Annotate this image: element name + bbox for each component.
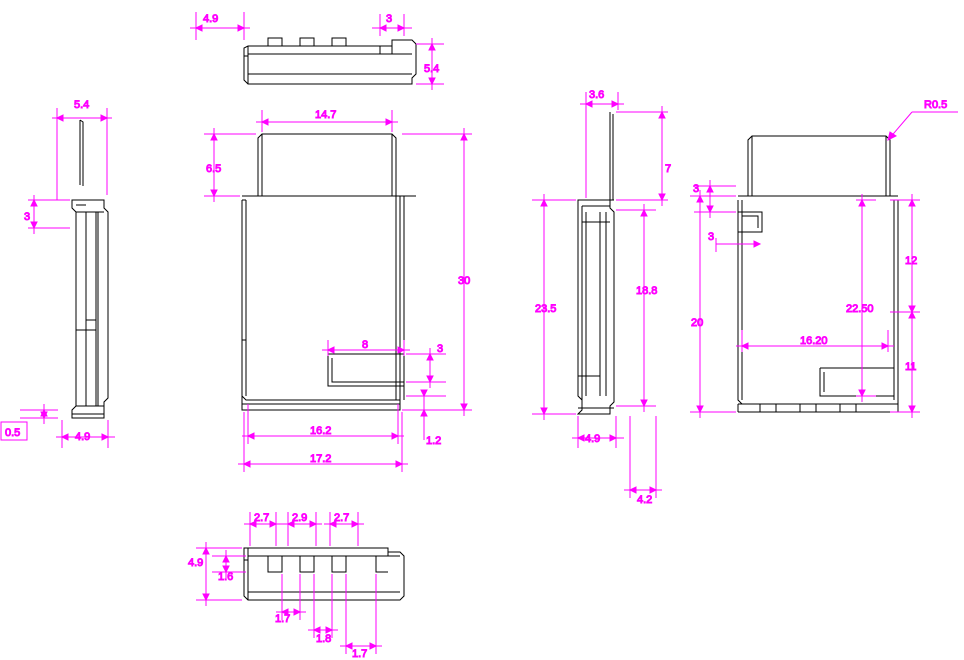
dim-label-23-5: 23.5 bbox=[535, 303, 556, 315]
dim-label-3-top: 3 bbox=[386, 13, 392, 25]
dim-label-3-front: 3 bbox=[437, 343, 443, 355]
left-side-view-dimensions: 5.4 3 0.5 4.9 bbox=[0, 99, 115, 448]
dim-label-1-7-a: 1.7 bbox=[275, 613, 290, 625]
dim-label-4-9-right: 4.9 bbox=[585, 433, 600, 445]
dim-label-2-7-a: 2.7 bbox=[254, 512, 269, 524]
dim-label-8: 8 bbox=[362, 339, 368, 351]
bottom-view: 2.7 2.9 2.7 4.9 bbox=[188, 512, 405, 660]
dim-label-1-8: 1.8 bbox=[316, 633, 331, 645]
rear-view-geometry bbox=[737, 135, 899, 413]
dim-label-17-2: 17.2 bbox=[310, 453, 331, 465]
dim-label-3-rear-b: 3 bbox=[708, 231, 714, 243]
dim-label-1-6: 1.6 bbox=[218, 571, 233, 583]
top-view-geometry bbox=[243, 37, 417, 85]
dim-label-20: 20 bbox=[691, 317, 703, 329]
dim-label-2-9: 2.9 bbox=[292, 512, 307, 524]
dim-label-0-5: 0.5 bbox=[5, 427, 20, 439]
dim-label-4-9-bot: 4.9 bbox=[188, 557, 203, 569]
dim-label-4-2: 4.2 bbox=[637, 494, 652, 506]
dim-label-11: 11 bbox=[905, 361, 916, 373]
bottom-view-geometry bbox=[243, 547, 405, 601]
dim-label-18-8: 18.8 bbox=[636, 285, 657, 297]
dim-label-r05: R0.5 bbox=[924, 99, 947, 111]
bottom-view-dimensions: 2.7 2.9 2.7 4.9 bbox=[188, 512, 382, 660]
front-view-dimensions: 14.7 6.5 30 8 bbox=[204, 109, 472, 472]
dim-label-5-4-left: 5.4 bbox=[74, 99, 89, 111]
dim-label-16-2: 16.2 bbox=[310, 425, 331, 437]
front-view: 14.7 6.5 30 8 bbox=[204, 109, 472, 472]
dim-label-16-20: 16.20 bbox=[800, 335, 828, 347]
left-side-view: 5.4 3 0.5 4.9 bbox=[0, 99, 115, 448]
dim-label-4-9-left: 4.9 bbox=[75, 431, 90, 443]
right-side-view-dimensions: 3.6 7 23.5 18.8 bbox=[532, 89, 672, 507]
top-view-dimensions: 4.9 3 5.4 bbox=[190, 12, 444, 90]
dim-label-1-2: 1.2 bbox=[426, 435, 441, 447]
dim-label-7: 7 bbox=[665, 163, 671, 175]
left-side-view-geometry bbox=[71, 119, 109, 419]
dim-label-3-rear-a: 3 bbox=[693, 183, 699, 195]
dim-label-12: 12 bbox=[905, 255, 917, 267]
dim-label-3-left: 3 bbox=[24, 211, 30, 223]
dim-label-3-6: 3.6 bbox=[589, 89, 604, 101]
rear-view-dimensions: R0.5 3 3 20 22.50 bbox=[690, 99, 958, 418]
dim-label-2-7-b: 2.7 bbox=[334, 512, 349, 524]
rear-view: R0.5 3 3 20 22.50 bbox=[690, 99, 958, 418]
dim-label-30: 30 bbox=[458, 275, 470, 287]
dim-label-4-9-top: 4.9 bbox=[203, 13, 218, 25]
dim-label-6-5: 6.5 bbox=[206, 163, 221, 175]
top-view: 4.9 3 5.4 bbox=[190, 12, 444, 90]
right-side-view-geometry bbox=[576, 112, 615, 415]
front-view-geometry bbox=[241, 133, 416, 411]
dim-label-14-7: 14.7 bbox=[315, 109, 336, 121]
dim-label-1-7-b: 1.7 bbox=[352, 648, 367, 660]
dim-label-22-50: 22.50 bbox=[846, 303, 874, 315]
right-side-view: 3.6 7 23.5 18.8 bbox=[532, 89, 672, 507]
dim-label-5-4-top: 5.4 bbox=[424, 63, 439, 75]
